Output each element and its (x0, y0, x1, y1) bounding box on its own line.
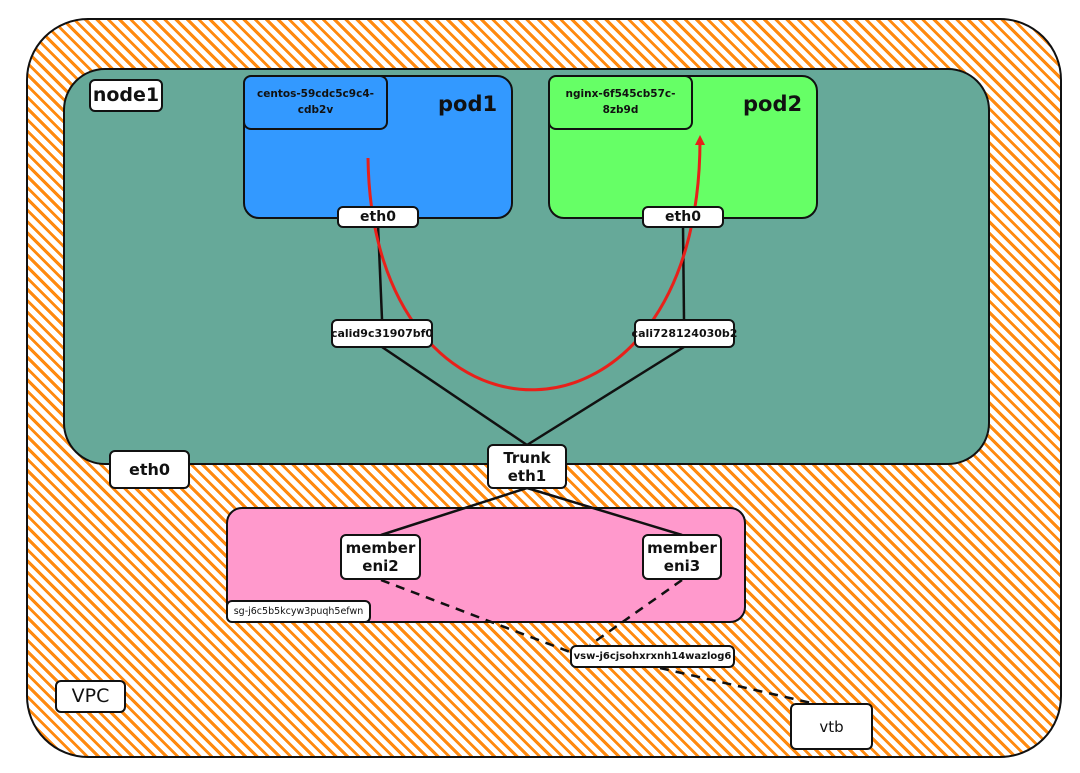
eni3-line2: eni3 (663, 557, 701, 575)
eni2-line2: eni2 (362, 557, 399, 575)
vswitch-label: vsw-j6cjsohxrxnh14wazlog6 (573, 650, 732, 662)
security-group-label: sg-j6c5b5kcyw3puqh5efwn (233, 605, 364, 617)
member-eni3-box: member eni3 (642, 534, 722, 580)
vtb-label: vtb (819, 717, 844, 736)
pod1-name-line1: centos-59cdc5c9c4- (257, 88, 374, 101)
pod2-name-line1: nginx-6f545cb57c- (565, 88, 676, 101)
node-eth0-box: eth0 (109, 450, 190, 489)
vpc-label-box: VPC (55, 680, 126, 713)
eni2-line1: member (345, 539, 416, 557)
pod2-eth0-box: eth0 (642, 206, 724, 228)
node1-container (63, 68, 990, 465)
cali-right-label: cali728124030b2 (631, 326, 738, 340)
eni3-line1: member (647, 539, 717, 557)
pod1-name-box: centos-59cdc5c9c4- cdb2v (243, 75, 388, 130)
pod1-title: pod1 (438, 92, 498, 116)
pod1-eth0-label: eth0 (360, 208, 396, 225)
pod2-name-box: nginx-6f545cb57c- 8zb9d (548, 75, 693, 130)
pod1-eth0-box: eth0 (337, 206, 419, 228)
pod1-name-line2: cdb2v (297, 103, 334, 116)
cali-left-box: calid9c31907bf0 (331, 319, 433, 348)
vpc-label: VPC (71, 685, 110, 708)
pod2-eth0-label: eth0 (665, 208, 701, 225)
vtb-box: vtb (790, 703, 873, 750)
security-group-label-box: sg-j6c5b5kcyw3puqh5efwn (226, 600, 371, 623)
trunk-line2: eth1 (507, 466, 547, 485)
node1-label: node1 (89, 79, 163, 112)
cali-left-label: calid9c31907bf0 (330, 326, 434, 340)
node1-label-text: node1 (92, 84, 160, 107)
trunk-line1: Trunk (503, 448, 551, 467)
pod2-title: pod2 (743, 92, 803, 116)
member-eni2-box: member eni2 (340, 534, 421, 580)
trunk-eth1-box: Trunk eth1 (487, 444, 567, 489)
cali-right-box: cali728124030b2 (631, 319, 738, 348)
pod2-name-line2: 8zb9d (602, 103, 639, 116)
vswitch-box: vsw-j6cjsohxrxnh14wazlog6 (570, 645, 735, 668)
node-eth0-label: eth0 (128, 459, 171, 479)
